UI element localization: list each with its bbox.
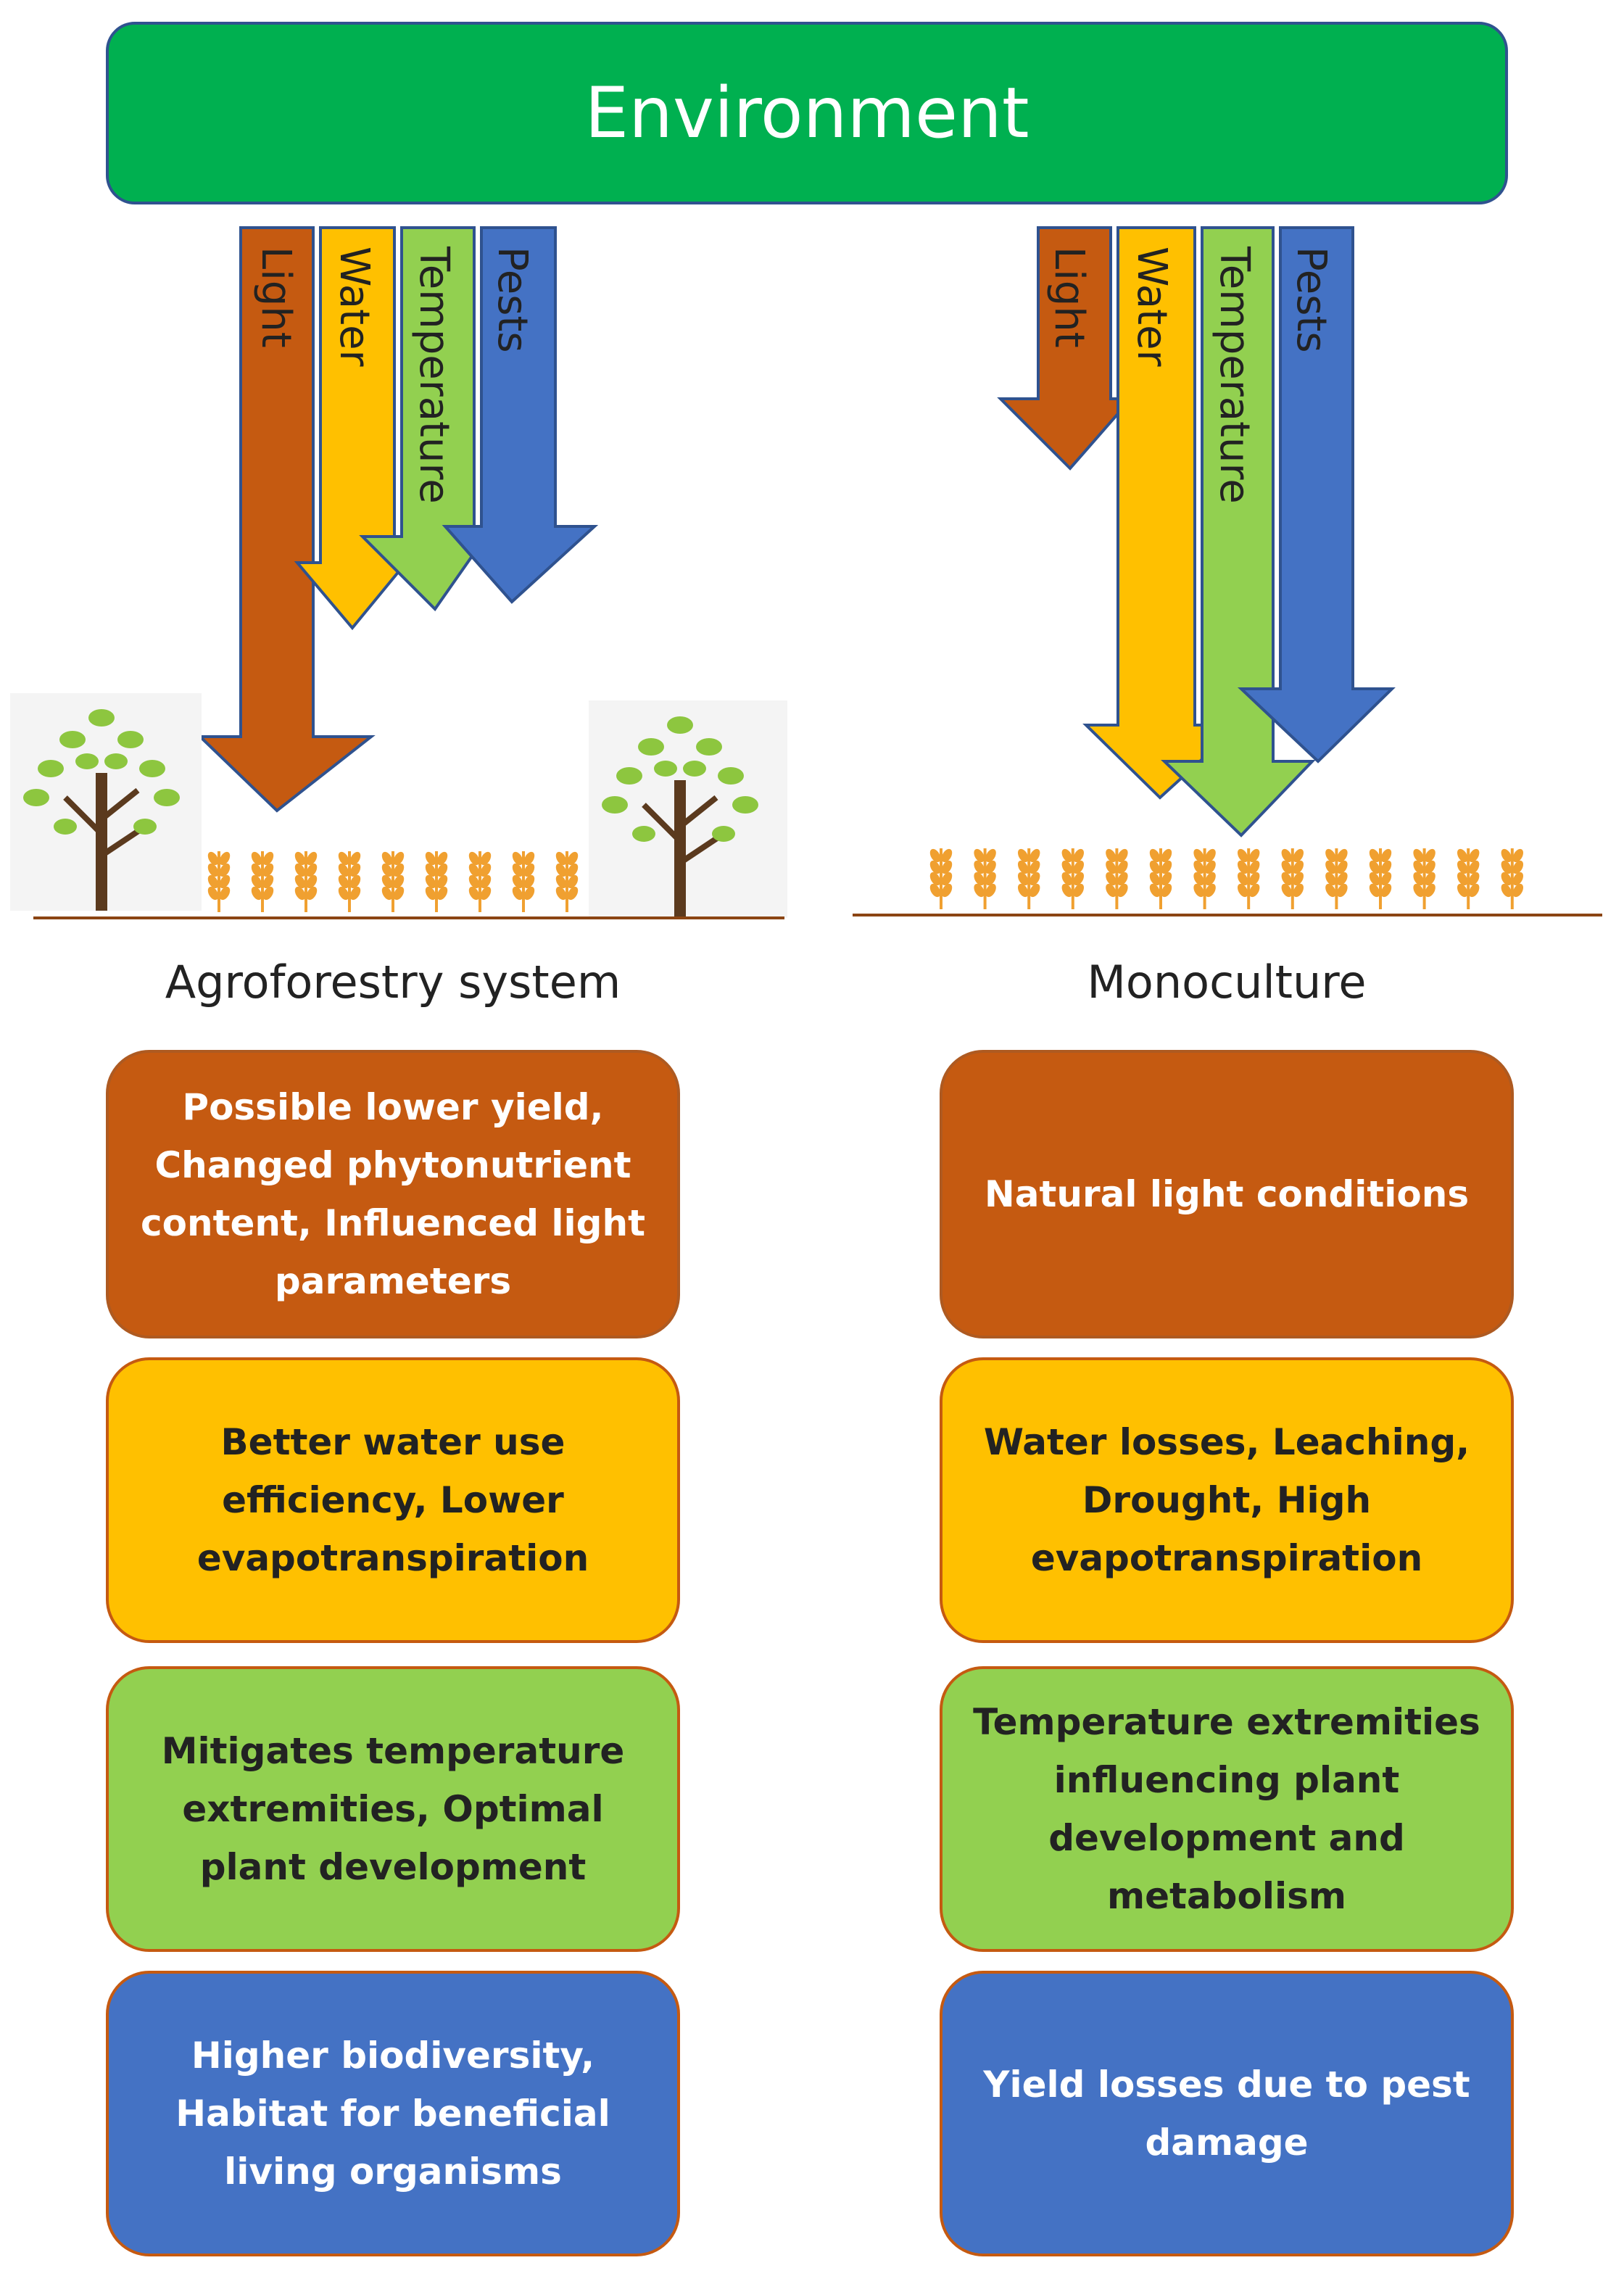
right-water-arrow: Water <box>1082 226 1244 800</box>
wheat-icon <box>1369 848 1392 909</box>
right-light-label: Light <box>1045 247 1093 348</box>
agroforestry-water-text: Better water use efficiency, Lower evapo… <box>196 1421 589 1579</box>
wheat-icon <box>425 851 448 912</box>
wheat-icon <box>251 851 274 912</box>
environment-label: Environment <box>584 73 1030 154</box>
wheat-icon <box>1501 848 1524 909</box>
wheat-icon <box>929 848 953 909</box>
monoculture-temperature-box: Temperature extremities influencing plan… <box>940 1666 1514 1952</box>
right-temperature-label: Temperature <box>1211 246 1258 504</box>
wheat-icon <box>555 851 579 912</box>
wheat-icon <box>1457 848 1480 909</box>
right-pests-label: Pests <box>1288 247 1335 353</box>
wheat-icon <box>1106 848 1128 909</box>
agroforestry-pests-box: Higher biodiversity, Habitat for benefic… <box>106 1971 680 2256</box>
right-temperature-arrow: Temperature <box>1161 226 1316 837</box>
left-temperature-arrow: Temperature <box>359 226 489 612</box>
monoculture-temperature-text: Temperature extremities influencing plan… <box>973 1701 1480 1917</box>
monoculture-light-text: Natural light conditions <box>984 1173 1470 1215</box>
right-crops <box>929 848 1524 909</box>
wheat-icon <box>1017 848 1040 909</box>
arrows-and-fields: Light Water Temperature Pests Light Wate… <box>10 226 1602 919</box>
monoculture-title: Monoculture <box>1087 956 1367 1009</box>
agroforestry-title: Agroforestry system <box>165 956 621 1009</box>
wheat-icon <box>1413 848 1436 909</box>
wheat-icon <box>338 851 361 912</box>
wheat-icon <box>1237 848 1260 909</box>
wheat-icon <box>1061 848 1085 909</box>
wheat-icon <box>1325 848 1348 909</box>
left-temperature-label: Temperature <box>410 246 457 504</box>
agroforestry-temperature-box: Mitigates temperature extremities, Optim… <box>106 1666 680 1952</box>
monoculture-water-text: Water losses, Leaching, Drought, High ev… <box>983 1421 1470 1579</box>
agroforestry-pests-text: Higher biodiversity, Habitat for benefic… <box>175 2035 610 2193</box>
monoculture-pests-text: Yield losses due to pest damage <box>983 2064 1470 2164</box>
left-water-label: Water <box>331 247 378 368</box>
wheat-icon <box>294 851 318 912</box>
left-crops <box>207 851 579 912</box>
right-water-label: Water <box>1128 247 1175 368</box>
wheat-icon <box>974 848 996 909</box>
agroforestry-water-box: Better water use efficiency, Lower evapo… <box>106 1357 680 1643</box>
agroforestry-light-box: Possible lower yield, Changed phytonutri… <box>106 1050 680 1338</box>
monoculture-pests-box: Yield losses due to pest damage <box>940 1971 1514 2256</box>
right-pests-arrow: Pests <box>1237 226 1396 764</box>
right-tree <box>589 700 787 918</box>
left-tree <box>10 693 202 911</box>
left-pests-label: Pests <box>489 247 536 353</box>
wheat-icon <box>207 851 231 912</box>
agroforestry-temperature-text: Mitigates temperature extremities, Optim… <box>161 1730 625 1888</box>
wheat-icon <box>512 851 535 912</box>
wheat-icon <box>1281 848 1304 909</box>
left-pests-arrow: Pests <box>442 226 599 604</box>
wheat-icon <box>468 851 492 912</box>
left-light-arrow: Light <box>196 226 376 813</box>
agroforestry-light-text: Possible lower yield, Changed phytonutri… <box>141 1086 645 1302</box>
monoculture-water-box: Water losses, Leaching, Drought, High ev… <box>940 1357 1514 1643</box>
wheat-icon <box>1149 848 1172 909</box>
left-light-label: Light <box>252 247 299 348</box>
right-light-arrow: Light <box>997 226 1135 471</box>
wheat-icon <box>1193 848 1216 909</box>
environment-banner: Environment <box>106 22 1508 204</box>
monoculture-light-box: Natural light conditions <box>940 1050 1514 1338</box>
left-water-arrow: Water <box>294 226 410 631</box>
wheat-icon <box>381 851 405 912</box>
